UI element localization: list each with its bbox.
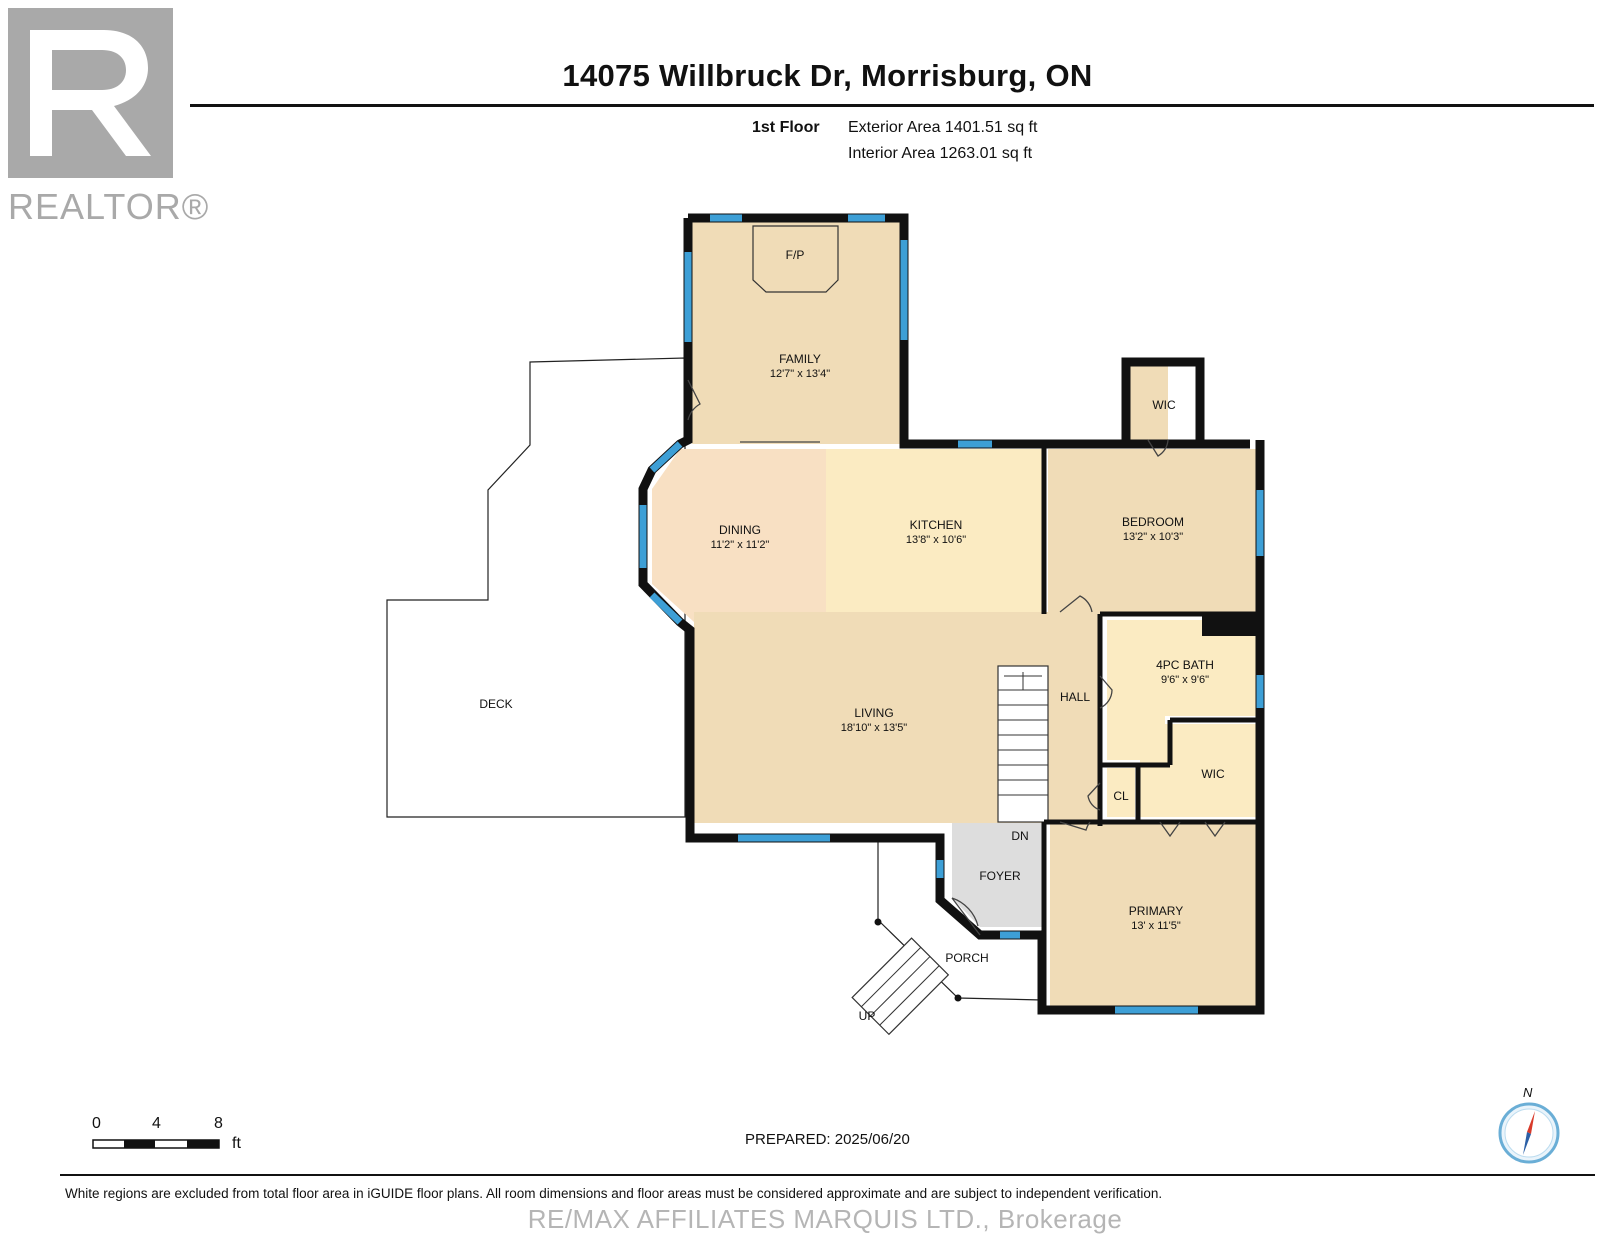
kitchen-label: KITCHEN [910,518,963,532]
page-title: 14075 Willbruck Dr, Morrisburg, ON [562,58,1093,93]
bedroom-room [1048,449,1256,612]
primary-dim: 13' x 11'5" [1131,920,1181,932]
bedroom-dim: 13'2" x 10'3" [1123,531,1183,543]
compass-rose-icon [1498,1102,1560,1164]
family-label: FAMILY [779,352,821,366]
kitchen-dim: 13'8" x 10'6" [906,534,966,546]
bath-dim: 9'6" x 9'6" [1161,674,1209,686]
compass-north-label: N [1523,1085,1533,1100]
brokerage-watermark: RE/MAX AFFILIATES MARQUIS LTD., Brokerag… [527,1204,1123,1234]
closet-room [1107,768,1135,817]
wic-top-label: WIC [1152,398,1176,412]
exterior-area: Exterior Area 1401.51 sq ft [848,119,1038,136]
hall-label: HALL [1060,690,1090,704]
scale-tick-4: 4 [152,1115,161,1132]
footer-divider [60,1174,1595,1176]
prepared-date: PREPARED: 2025/06/20 [745,1131,910,1148]
dining-label: DINING [719,523,761,537]
chimney-block [1202,612,1260,636]
family-dim: 12'7" x 13'4" [770,368,830,380]
stairs-up-label: UP [859,1009,876,1023]
porch-steps [851,937,950,1036]
wic-bottom-label: WIC [1201,767,1225,781]
scale-tick-8: 8 [214,1115,223,1132]
dining-room [652,449,826,622]
living-dim: 18'10" x 13'5" [841,722,908,734]
living-label: LIVING [854,706,893,720]
dining-dim: 11'2" x 11'2" [711,539,770,551]
foyer-room [952,823,1042,927]
deck-label: DECK [479,697,512,711]
bedroom-label: BEDROOM [1122,515,1184,529]
scale-bar-graphic [92,1139,220,1149]
wic-bottom-room [1140,724,1256,817]
primary-room [1050,823,1256,1006]
fireplace [752,225,839,293]
disclaimer: White regions are excluded from total fl… [65,1186,1163,1201]
floor-name: 1st Floor [752,119,820,136]
realtor-r-mark-icon [8,8,173,178]
doors [687,379,1226,936]
primary-label: PRIMARY [1129,904,1183,918]
interior-area: Interior Area 1263.01 sq ft [848,145,1033,162]
wic-top-room [1130,366,1168,440]
interior-walls [1041,444,1260,935]
fireplace-label: F/P [786,248,805,262]
foyer-label: FOYER [979,869,1021,883]
porch-label: PORCH [945,951,988,965]
realtor-logo-text: REALTOR® [8,186,210,227]
scale-tick-0: 0 [92,1115,101,1132]
windows [639,214,1264,1014]
family-room [692,222,900,444]
scale-unit: ft [232,1135,241,1152]
stairs-down-label: DN [1011,829,1028,843]
north-compass: N [1497,1085,1561,1165]
realtor-logo: REALTOR® [8,8,208,227]
kitchen-room [826,449,1042,622]
closet-label: CL [1113,789,1129,803]
living-room [694,612,994,823]
title-divider [190,104,1594,107]
bath-label: 4PC BATH [1156,658,1214,672]
stairs-down [997,665,1049,823]
